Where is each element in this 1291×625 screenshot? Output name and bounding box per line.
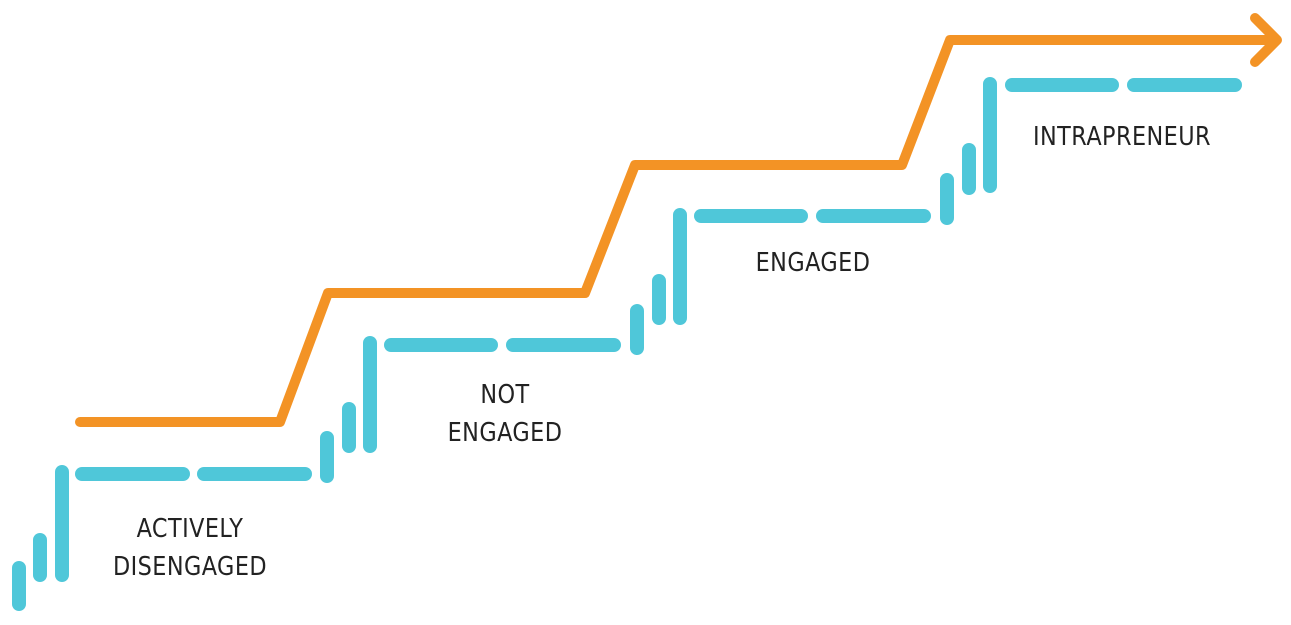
stage-label-actively-disengaged: ACTIVELY DISENGAGED <box>108 510 271 586</box>
stage-label-line: ACTIVELY <box>136 514 244 544</box>
stage-label-line: DISENGAGED <box>112 552 268 582</box>
step-4 <box>940 77 1242 225</box>
stage-label-engaged: ENGAGED <box>744 244 882 282</box>
step-1 <box>12 465 312 611</box>
progress-line <box>75 35 1280 427</box>
stage-label-not-engaged: NOT ENGAGED <box>436 376 574 452</box>
stage-label-line: NOT <box>480 380 530 410</box>
stage-label-line: ENGAGED <box>755 248 871 278</box>
stage-label-line: ENGAGED <box>447 418 563 448</box>
stage-label-line: INTRAPRENEUR <box>1033 122 1211 152</box>
arrow-head-icon <box>1250 13 1282 67</box>
step-3 <box>630 208 931 355</box>
step-2 <box>320 336 621 483</box>
stage-label-intrapreneur: INTRAPRENEUR <box>1027 118 1216 156</box>
